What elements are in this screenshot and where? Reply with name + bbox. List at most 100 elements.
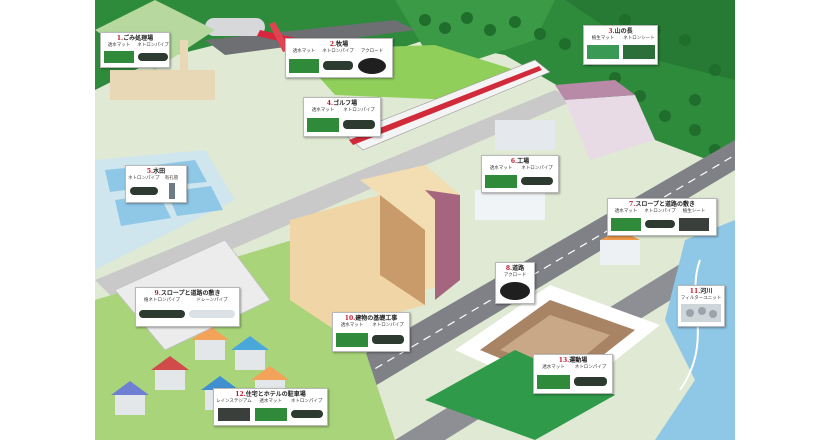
- callout-number: 5.: [146, 168, 154, 175]
- product-label: 植生シート: [682, 209, 706, 214]
- product-label: 植ネトロンパイプ: [144, 298, 180, 303]
- callout-landfill[interactable]: 1.ごみ処理場 透水マット ネトロンパイプ: [100, 32, 170, 68]
- callout-number: 7.: [629, 201, 636, 208]
- acroad-roll-icon: [358, 58, 386, 74]
- product-label: アクロード: [360, 49, 384, 54]
- product-label: 有孔管: [164, 176, 179, 181]
- callout-title: 牧場: [336, 41, 349, 48]
- callout-title: 水田: [153, 168, 166, 175]
- drain-mat-icon: [104, 51, 134, 63]
- callout-title: スロープと道路の敷き: [635, 201, 695, 208]
- product-label: 透水マット: [614, 209, 638, 214]
- netlon-pipe-icon: [574, 377, 607, 386]
- product-label: ネトロンパイプ: [372, 323, 404, 328]
- product-label: 透水マット: [292, 49, 316, 54]
- netlon-pipe-icon: [139, 310, 185, 318]
- netlon-sheet-icon: [623, 45, 655, 59]
- hangar: [205, 18, 265, 36]
- callout-factory[interactable]: 6.工場 透水マット ネトロンパイプ: [481, 155, 559, 193]
- callout-title: ゴルフ場: [333, 100, 358, 107]
- callout-parking[interactable]: 12.住宅とホテルの駐車場 レインステジアム 透水マット ネトロンパイプ: [213, 388, 328, 426]
- product-label: ネトロンパイプ: [521, 166, 553, 171]
- runway: [205, 20, 415, 55]
- product-label: 透水マット: [340, 323, 364, 328]
- callout-number: 6.: [510, 158, 518, 165]
- perforated-pipe-icon: [168, 183, 175, 199]
- callout-number: 8.: [505, 265, 513, 272]
- callout-title: 道路: [512, 265, 525, 272]
- drain-mat-icon: [611, 218, 641, 231]
- product-label: ネトロンパイプ: [128, 176, 160, 181]
- netlon-pipe-icon: [138, 53, 168, 61]
- incinerator-plant: [110, 70, 215, 100]
- callout-number: 9.: [154, 290, 161, 297]
- product-label: ネトロンパイプ: [574, 365, 607, 370]
- callout-title: 運動場: [569, 357, 588, 364]
- callout-title: 山の長: [614, 28, 633, 35]
- netlon-pipe-icon: [323, 61, 353, 70]
- product-label: 植生マット: [591, 36, 615, 41]
- product-label: ネトロンパイプ: [290, 399, 323, 404]
- netlon-pipe-icon: [343, 120, 375, 129]
- stadium: [425, 285, 660, 440]
- netlon-pipe-icon: [290, 410, 323, 418]
- callout-title: スロープと道路の敷き: [160, 290, 221, 297]
- product-label: アクロード: [503, 273, 527, 278]
- callout-sports-ground[interactable]: 13.運動場 透水マット ネトロンパイプ: [533, 354, 613, 394]
- callout-mountain[interactable]: 3.山の長 植生マット ネトロンシート: [583, 25, 658, 65]
- callout-building-foundation[interactable]: 10.建物の基礎工事 透水マット ネトロンパイプ: [332, 312, 410, 352]
- product-label: 透水マット: [489, 166, 513, 171]
- product-label: ネトロンシート: [623, 36, 655, 41]
- product-label: レインステジアム: [216, 399, 252, 404]
- vegetation-sheet-icon: [679, 218, 709, 231]
- callout-paddy[interactable]: 5.水田 ネトロンパイプ 有孔管: [125, 165, 187, 203]
- product-label: 透水マット: [107, 43, 131, 48]
- drain-mat-icon: [336, 333, 368, 347]
- callout-number: 3.: [608, 28, 615, 35]
- netlon-pipe-icon: [521, 177, 553, 185]
- callout-number: 11.: [689, 288, 701, 295]
- callout-title: ごみ処理場: [123, 35, 154, 42]
- product-label: ドレーンパイプ: [196, 298, 228, 303]
- product-label: ネトロンパイプ: [322, 49, 354, 54]
- callout-number: 10.: [344, 315, 356, 322]
- filter-unit-icon: [681, 304, 721, 322]
- product-label: 透水マット: [542, 365, 565, 370]
- callout-number: 1.: [116, 35, 124, 42]
- drain-mat-icon: [537, 375, 570, 389]
- callout-title: 建物の基礎工事: [355, 315, 398, 322]
- callout-number: 13.: [558, 357, 570, 364]
- callout-title: 住宅とホテルの駐車場: [245, 391, 306, 398]
- drain-mat-icon: [307, 118, 339, 132]
- netlon-pipe-icon: [645, 220, 675, 228]
- vegetation-mat-icon: [587, 45, 619, 59]
- callout-number: 4.: [326, 100, 334, 107]
- rain-stadium-icon: [217, 408, 250, 421]
- callout-number: 12.: [235, 391, 246, 398]
- callout-title: 河川: [700, 288, 713, 295]
- apartment-buildings: [290, 165, 460, 330]
- callout-golf-course[interactable]: 4.ゴルフ場 透水マット ネトロンパイプ: [303, 97, 381, 137]
- product-label: 透水マット: [311, 108, 335, 113]
- drain-mat-icon: [289, 59, 319, 73]
- callout-river[interactable]: 11.河川 フィルターユニット: [677, 285, 725, 327]
- callout-ranch[interactable]: 2.牧場 透水マット ネトロンパイプ アクロード: [285, 38, 393, 78]
- drain-mat-icon: [254, 408, 287, 421]
- illustrated-map: 1.ごみ処理場 透水マット ネトロンパイプ 2.牧場 透水マット ネトロンパイプ…: [95, 0, 735, 440]
- product-label: フィルターユニット: [680, 296, 722, 301]
- callout-number: 2.: [329, 41, 337, 48]
- product-label: ネトロンパイプ: [137, 43, 169, 48]
- callout-title: 工場: [517, 158, 530, 165]
- factory: [565, 95, 655, 160]
- river: [655, 220, 735, 440]
- netlon-pipe-icon: [372, 335, 404, 344]
- acroad-roll-icon: [500, 282, 530, 300]
- callout-road[interactable]: 8.道路 アクロード: [495, 262, 535, 304]
- product-label: ネトロンパイプ: [644, 209, 676, 214]
- drain-mat-icon: [485, 175, 517, 188]
- drain-pipe-icon: [189, 310, 235, 318]
- callout-slope-road-right[interactable]: 7.スロープと道路の敷き 透水マット ネトロンパイプ 植生シート: [607, 198, 717, 236]
- product-label: ネトロンパイプ: [343, 108, 375, 113]
- product-label: 透水マット: [259, 399, 282, 404]
- callout-slope-road-left[interactable]: 9.スロープと道路の敷き 植ネトロンパイプ ドレーンパイプ: [135, 287, 240, 327]
